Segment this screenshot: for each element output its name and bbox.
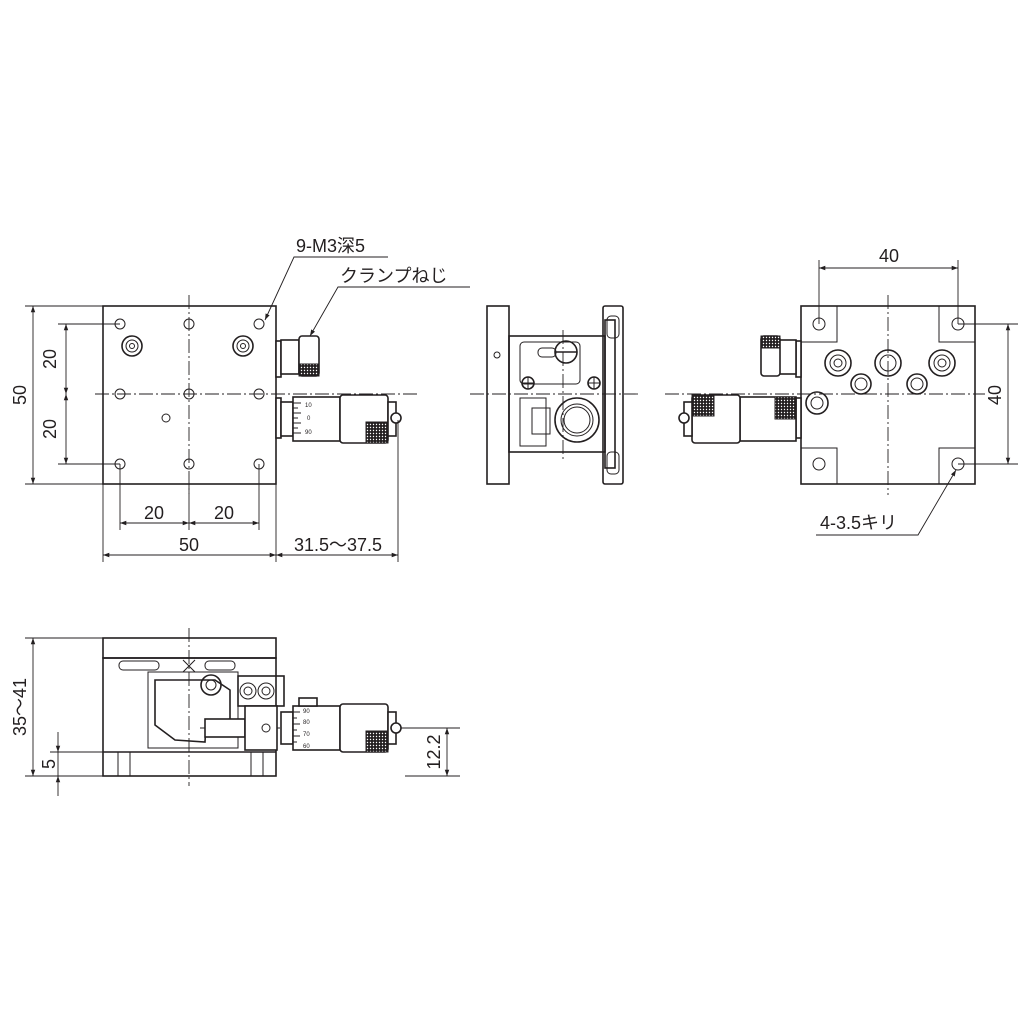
dimension-lines xyxy=(25,637,460,796)
stage-top-plate xyxy=(102,305,277,485)
callout-through-holes: 4-3.5キリ xyxy=(820,513,897,533)
micrometer-head: 90 80 70 60 xyxy=(280,697,402,753)
dimension-label: 40 xyxy=(985,385,1005,405)
leader-line xyxy=(309,286,470,337)
dimension-label: 35～41 xyxy=(10,678,30,736)
callout-clamp-screw: クランプねじ xyxy=(340,266,447,286)
dimension-label: 40 xyxy=(879,246,899,266)
top-plate xyxy=(102,637,277,659)
end-view xyxy=(470,305,640,485)
counterbore-screw xyxy=(121,335,143,357)
dimension-label: 20 xyxy=(40,349,60,369)
micrometer-head: 10 0 90 xyxy=(275,394,402,444)
scale-label: 10 xyxy=(305,403,312,409)
carriage-plate xyxy=(602,305,624,485)
bottom-view: 40 40 4-3.5キリ xyxy=(665,246,1018,536)
micrometer-head xyxy=(678,394,802,444)
dimension-label: 20 xyxy=(40,419,60,439)
leader-line xyxy=(264,256,388,321)
clamp-screw xyxy=(275,335,320,378)
dimension-lines xyxy=(25,305,399,562)
dimension-label: 20 xyxy=(214,503,234,523)
scale-label: 90 xyxy=(303,709,310,715)
leader-line xyxy=(816,469,957,536)
dimension-label: 20 xyxy=(144,503,164,523)
scale-label: 80 xyxy=(303,720,310,726)
dimension-label: 5 xyxy=(39,759,59,769)
scale-label: 70 xyxy=(303,732,310,738)
counterbore-screw xyxy=(232,335,254,357)
side-view: 90 80 70 60 35～41 5 12.2 xyxy=(10,628,460,796)
dimension-label: 31.5～37.5 xyxy=(294,535,382,555)
dimension-lines xyxy=(818,260,1018,465)
dimension-label: 12.2 xyxy=(424,734,444,769)
scale-label: 60 xyxy=(303,744,310,750)
dimension-label: 50 xyxy=(179,535,199,555)
dimension-label: 50 xyxy=(10,385,30,405)
top-view: 10 0 90 50 20 xyxy=(10,236,470,562)
side-plate xyxy=(486,305,510,485)
micrometer-end xyxy=(554,397,600,443)
clamp-screw xyxy=(760,335,802,378)
scale-label: 90 xyxy=(305,430,312,436)
scale-label: 0 xyxy=(307,416,311,422)
callout-tapped-holes: 9-M3深5 xyxy=(296,236,365,256)
